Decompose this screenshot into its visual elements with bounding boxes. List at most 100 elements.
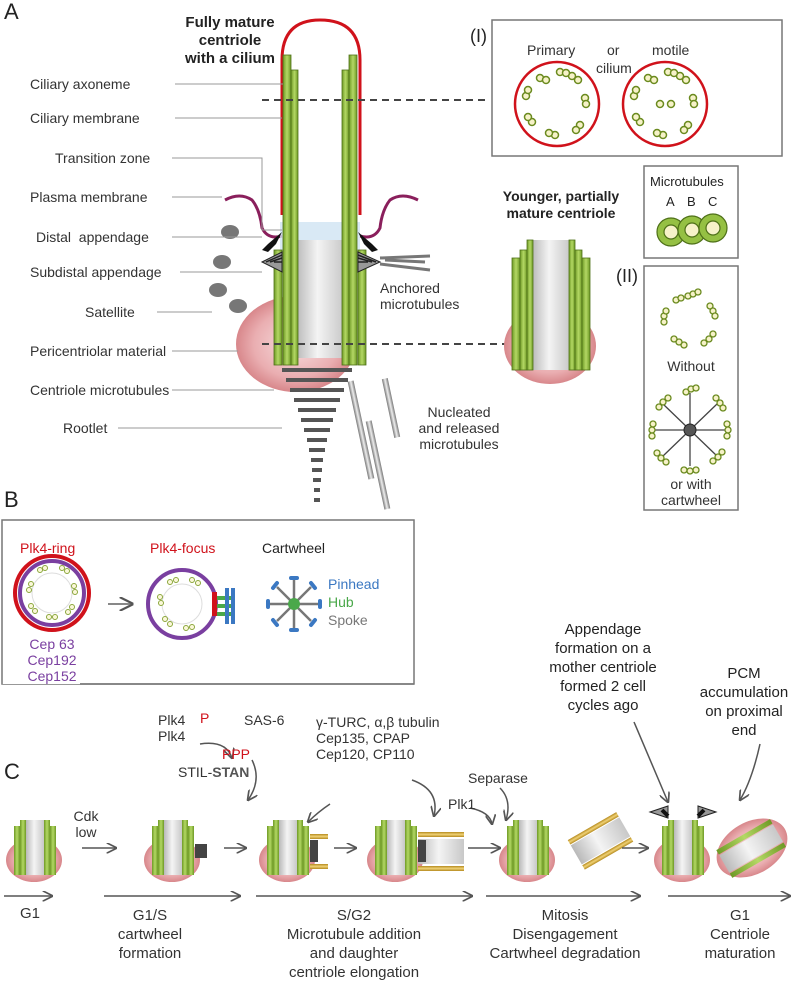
younger-title-line-1: Younger, partially: [502, 188, 620, 204]
stil-text: STIL-: [178, 764, 213, 780]
ppp-label: PPP: [222, 746, 251, 762]
pcm-line-1: PCM: [727, 665, 761, 682]
anchored-line-1: Anchored: [380, 280, 440, 296]
cartwheel-title: Cartwheel: [262, 540, 326, 556]
younger-title-line-2: mature centriole: [506, 205, 616, 221]
anchored-line-2: microtubules: [380, 296, 460, 312]
ciliary-membrane: [280, 18, 362, 215]
label-pericentriolar-material: Pericentriolar material: [30, 343, 167, 359]
younger-title: Younger, partially mature centriole: [486, 188, 636, 222]
pcm-note: PCM accumulation on proximal end: [694, 664, 794, 740]
stage-g1b-line-3: maturation: [704, 945, 776, 962]
stage-sg2: S/G2 Microtubule addition and daughter c…: [264, 906, 444, 982]
younger-centriole: [504, 239, 596, 384]
spoke-label: Spoke: [328, 612, 368, 628]
cartwheel-label: cartwheel: [661, 492, 721, 508]
label-distal-appendage: Distal appendage: [36, 229, 149, 245]
mature-title-line-1: Fully mature: [185, 14, 275, 31]
appendage-line-5: cycles ago: [567, 697, 639, 714]
plasma-membrane-right: [359, 194, 419, 239]
plk4-focus-diagram: [146, 568, 235, 640]
nucleated-line-1: Nucleated: [427, 404, 491, 420]
primary-cilium-cross-section: [513, 60, 601, 148]
stage-mitosis-line-3: Cartwheel degradation: [489, 945, 641, 962]
separase-label: Separase: [468, 770, 528, 786]
label-rootlet: Rootlet: [63, 420, 108, 436]
stage-g1s-line-1: G1/S: [132, 907, 168, 924]
stan-text: STAN: [212, 764, 250, 780]
inset-i-roman: (I): [470, 26, 487, 46]
stage-mitosis-line-2: Disengagement: [512, 926, 618, 943]
cdk-line-1: Cdk: [73, 808, 99, 824]
inset-ii-roman: (II): [616, 266, 638, 286]
appendage-line-2: formation on a: [555, 640, 651, 657]
centriole-lumen: [296, 240, 344, 358]
nucleated-label: Nucleated and released microtubules: [404, 404, 514, 452]
tubulin-line-2: Cep135, CPAP: [316, 730, 410, 746]
mature-centriole: [209, 18, 431, 510]
stage-mitosis: Mitosis Disengagement Cartwheel degradat…: [480, 906, 650, 963]
with-cartwheel-cross-section: [648, 384, 732, 475]
label-leaders: [118, 83, 283, 429]
tubulin-list: γ-TURC, α,β tubulin Cep135, CPAP Cep120,…: [316, 714, 440, 762]
panel-a-letter: A: [4, 0, 19, 24]
microtubules-box-title: Microtubules: [650, 174, 724, 189]
plk4-ring-diagram: [13, 554, 91, 632]
primary-label: Primary: [527, 42, 576, 58]
cdk-line-2: low: [75, 824, 97, 840]
hub-label: Hub: [328, 594, 354, 610]
without-label: Without: [667, 358, 715, 374]
or-with-label: or with: [670, 476, 712, 492]
label-subdistal-appendage: Subdistal appendage: [30, 264, 162, 280]
cep63-label: Cep 63: [29, 636, 75, 652]
pcm-line-3: on proximal: [705, 703, 783, 720]
plk4-focus-label: Plk4-focus: [150, 540, 216, 556]
or-label: or: [607, 42, 620, 58]
pcm-line-4: end: [731, 722, 757, 739]
nucleated-line-2: and released: [418, 420, 500, 436]
cartwheel-diagram: [266, 576, 322, 632]
pcm-line-2: accumulation: [699, 684, 789, 701]
stage-g1s-line-3: formation: [118, 945, 182, 962]
motile-label: motile: [652, 42, 690, 58]
stage-mitosis-line-1: Mitosis: [541, 907, 589, 924]
anchored-label: Anchored microtubules: [380, 280, 459, 312]
stage-g1: G1: [20, 905, 41, 922]
stage-g1b-line-1: G1: [729, 907, 750, 924]
stage-g1b: G1 Centriole maturation: [690, 906, 790, 963]
appendage-line-3: mother centriole: [549, 659, 657, 676]
triplet-a-b-c: [656, 213, 728, 247]
tubule-a-label: A: [666, 194, 675, 209]
label-ciliary-membrane: Ciliary membrane: [30, 110, 140, 126]
label-transition-zone: Transition zone: [55, 150, 151, 166]
label-satellite: Satellite: [85, 304, 135, 320]
cilium-label: cilium: [596, 60, 632, 76]
stage-sg2-line-1: S/G2: [336, 907, 372, 924]
appendage-line-1: Appendage: [564, 621, 642, 638]
sas6-label: SAS-6: [244, 712, 285, 728]
mature-title-line-3: with a cilium: [184, 50, 275, 67]
mature-title: Fully mature centriole with a cilium: [174, 14, 286, 68]
plk4-ring-label: Plk4-ring: [20, 540, 76, 556]
cep-list: Cep 63 Cep192 Cep152: [14, 636, 90, 684]
stage-g1s-line-2: cartwheel: [117, 926, 183, 943]
panel-b-letter: B: [4, 487, 19, 512]
cell-cycle-centrioles: [6, 805, 788, 882]
tubule-b-label: B: [687, 194, 696, 209]
cep152-label: Cep152: [27, 668, 77, 684]
panel-c-letter: C: [4, 759, 20, 784]
rootlet: [282, 368, 352, 502]
label-ciliary-axoneme: Ciliary axoneme: [30, 76, 131, 92]
motile-cilium-cross-section: [621, 60, 709, 148]
plk4-label-b: Plk4: [158, 728, 186, 744]
label-plasma-membrane: Plasma membrane: [30, 189, 148, 205]
label-centriole-microtubules: Centriole microtubules: [30, 382, 170, 398]
stage-sg2-line-3: and daughter: [309, 945, 399, 962]
stage-sg2-line-2: Microtubule addition: [286, 926, 422, 943]
tubulin-line-3: Cep120, CP110: [316, 746, 415, 762]
appendage-line-4: formed 2 cell: [560, 678, 646, 695]
p-label: P: [200, 710, 210, 726]
stage-sg2-line-4: centriole elongation: [288, 964, 420, 981]
pinhead-label: Pinhead: [328, 576, 380, 592]
